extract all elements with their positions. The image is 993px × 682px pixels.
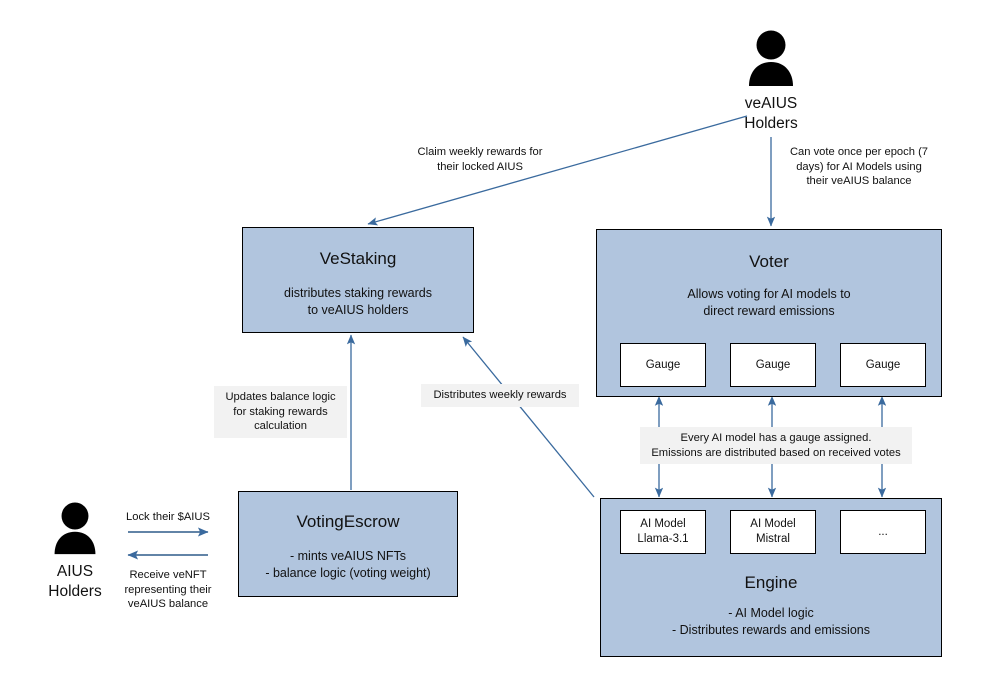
node-votingescrow-desc: - mints veAIUS NFTs - balance logic (vot… [265, 549, 431, 580]
edge-label-gauge-assigned: Every AI model has a gauge assigned. Emi… [640, 427, 912, 464]
gauge-box-3[interactable]: Gauge [840, 343, 926, 387]
node-votingescrow[interactable]: VotingEscrow - mints veAIUS NFTs - balan… [238, 491, 458, 597]
actor-veaius-holders-label: veAIUS Holders [744, 95, 798, 132]
node-engine-desc: - AI Model logic - Distributes rewards a… [672, 606, 870, 637]
node-voter-title: Voter [749, 252, 789, 271]
node-vestaking[interactable]: VeStaking distributes staking rewards to… [242, 227, 474, 333]
edge-label-claim-rewards: Claim weekly rewards for their locked AI… [417, 146, 543, 173]
ai-model-box-2-label: AI Model Mistral [750, 518, 796, 545]
edge-label-receive-venft: Receive veNFT representing their veAIUS … [124, 569, 212, 610]
gauge-box-2[interactable]: Gauge [730, 343, 816, 387]
person-icon [54, 502, 96, 555]
actor-veaius-holders: veAIUS Holders [706, 28, 836, 134]
ai-model-box-2[interactable]: AI Model Mistral [730, 510, 816, 554]
node-vestaking-title: VeStaking [319, 249, 397, 268]
gauge-box-2-label: Gauge [755, 358, 791, 371]
edge-distributes-weekly [462, 336, 595, 498]
actor-aius-holders-label: AIUS Holders [48, 563, 102, 600]
gauge-box-1-label: Gauge [645, 358, 681, 371]
node-engine-title: Engine [744, 573, 798, 592]
edge-label-can-vote: Can vote once per epoch (7 days) for AI … [789, 146, 929, 187]
ai-model-box-1-label: AI Model Llama-3.1 [637, 518, 689, 545]
node-votingescrow-title: VotingEscrow [296, 512, 400, 531]
person-icon [749, 30, 793, 86]
ai-model-box-3[interactable]: ... [840, 510, 926, 554]
gauge-box-1[interactable]: Gauge [620, 343, 706, 387]
edge-label-updates-balance: Updates balance logic for staking reward… [214, 386, 347, 438]
gauge-box-3-label: Gauge [865, 358, 901, 371]
ai-model-box-1[interactable]: AI Model Llama-3.1 [620, 510, 706, 554]
edge-label-lock-aius: Lock their $AIUS [126, 511, 210, 523]
ai-model-box-3-label: ... [878, 525, 888, 538]
node-vestaking-desc: distributes staking rewards to veAIUS ho… [284, 286, 432, 317]
edge-label-distributes-weekly: Distributes weekly rewards [421, 384, 579, 407]
actor-aius-holders: AIUS Holders [20, 500, 130, 602]
node-voter-desc: Allows voting for AI models to direct re… [687, 287, 851, 318]
